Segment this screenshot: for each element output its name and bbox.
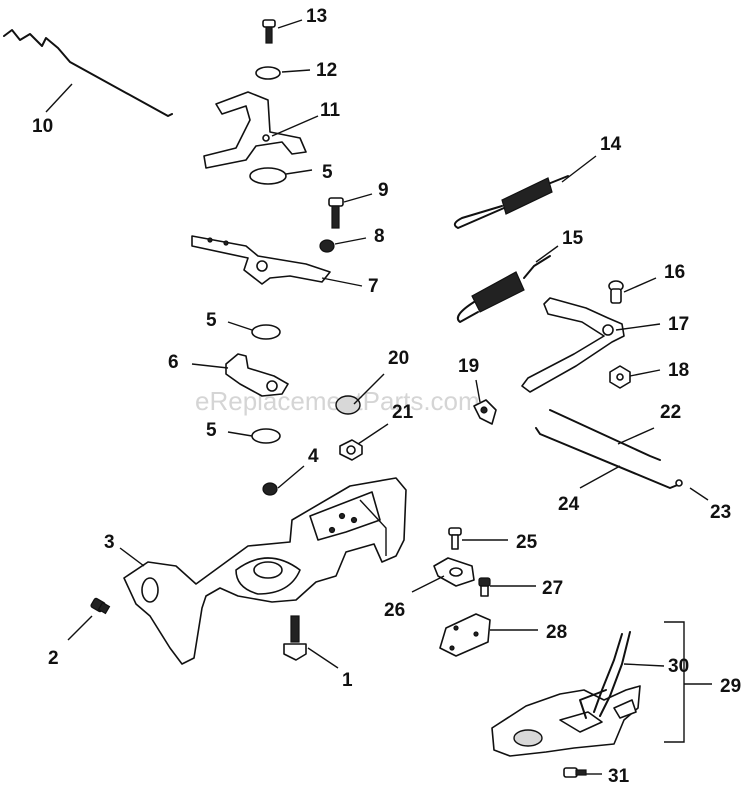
callout-25: 25 [516, 532, 538, 553]
callout-5b: 5 [206, 310, 217, 331]
part-9-bolt [328, 197, 344, 229]
callout-30: 30 [668, 656, 689, 677]
part-10-rod [3, 29, 173, 117]
part-5-washer-upper [249, 167, 287, 185]
part-27-screw [478, 577, 491, 597]
part-15-spring [456, 255, 551, 323]
callout-15: 15 [562, 228, 584, 249]
part-7-lever [191, 235, 331, 285]
callouts: 1 2 3 4 5 5 5 6 7 8 9 10 11 12 13 14 15 … [32, 6, 741, 787]
part-17-lever [521, 297, 625, 393]
part-13-screw [262, 19, 276, 44]
callout-27: 27 [542, 578, 563, 599]
part-14-spring [453, 175, 569, 229]
callout-9: 9 [378, 180, 389, 201]
callout-20: 20 [388, 348, 409, 369]
part-21-nut [339, 439, 363, 461]
part-3-control-bracket [123, 477, 407, 665]
callout-23: 23 [710, 502, 731, 523]
callout-2: 2 [48, 648, 59, 669]
callout-31: 31 [608, 766, 630, 787]
part-11-bracket [203, 91, 307, 169]
callout-19: 19 [458, 356, 479, 377]
part-31-screw [563, 767, 587, 778]
part-19-clip [473, 399, 497, 425]
callout-8: 8 [374, 226, 385, 247]
part-5-washer-lower [251, 428, 281, 444]
part-26-clamp [433, 557, 475, 587]
part-2-screw [90, 597, 111, 615]
callout-12: 12 [316, 60, 337, 81]
callout-24: 24 [558, 494, 580, 515]
callout-28: 28 [546, 622, 567, 643]
callout-7: 7 [368, 276, 379, 297]
part-16-bolt [608, 280, 624, 304]
callout-1: 1 [342, 670, 353, 691]
callout-6: 6 [168, 352, 179, 373]
callout-18: 18 [668, 360, 689, 381]
part-25-screw [448, 527, 462, 550]
callout-14: 14 [600, 134, 622, 155]
part-8-nut [319, 239, 335, 253]
callout-11: 11 [320, 100, 341, 121]
part-1-bolt [283, 615, 307, 661]
callout-17: 17 [668, 314, 689, 335]
callout-10: 10 [32, 116, 53, 137]
part-30-choke-wire [579, 631, 631, 719]
callout-3: 3 [104, 532, 115, 553]
part-23-clip [675, 479, 683, 487]
part-20-nut [335, 395, 361, 415]
part-5-washer-middle [251, 324, 281, 340]
part-29-choke-assembly [491, 685, 641, 757]
part-22-rod [549, 409, 661, 461]
callout-5a: 5 [322, 162, 333, 183]
callout-16: 16 [664, 262, 685, 283]
callout-29: 29 [720, 676, 741, 697]
callout-22: 22 [660, 402, 681, 423]
callout-21: 21 [392, 402, 414, 423]
callout-26: 26 [384, 600, 405, 621]
part-4-nut [262, 482, 278, 496]
part-6-lever [225, 353, 289, 397]
part-24-rod [535, 427, 681, 489]
callout-4: 4 [308, 446, 319, 467]
part-12-washer [255, 66, 281, 80]
leader-lines [45, 19, 712, 775]
part-18-nut [609, 365, 631, 389]
callout-5c: 5 [206, 420, 217, 441]
callout-13: 13 [306, 6, 327, 27]
part-28-plate [439, 613, 491, 657]
